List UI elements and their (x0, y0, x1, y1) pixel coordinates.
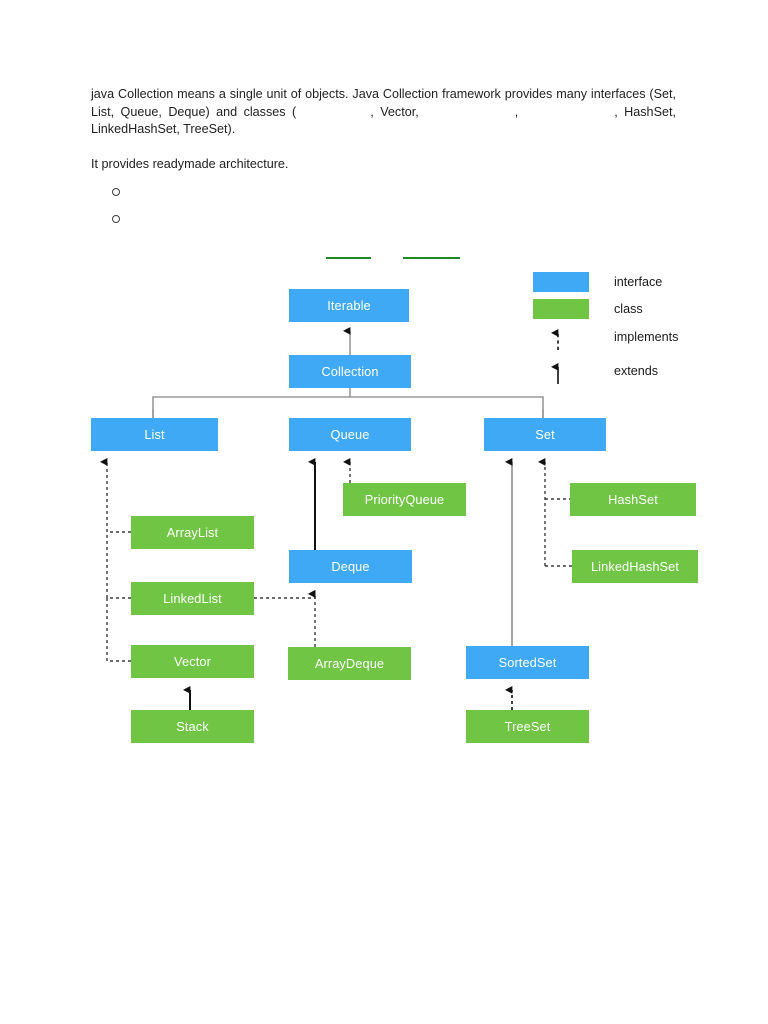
node-list[interactable]: List (91, 418, 218, 451)
node-label: List (144, 427, 165, 442)
green-underline-rule-2 (403, 257, 460, 259)
node-label: Iterable (327, 298, 371, 313)
edge-bus-collection-children (152, 396, 544, 418)
node-label: ArrayDeque (314, 656, 385, 671)
node-deque[interactable]: Deque (289, 550, 412, 583)
edge-linkedlist-implements-deque (254, 589, 316, 599)
legend-item-implements: implements (533, 324, 678, 350)
dashed-arrow-icon (533, 324, 589, 350)
node-sortedset[interactable]: SortedSet (466, 646, 589, 679)
intro-segment-1: java Collection means a single unit of o… (91, 87, 676, 119)
node-treeset[interactable]: TreeSet (466, 710, 589, 743)
node-priorityqueue[interactable]: PriorityQueue (343, 483, 466, 516)
circle-hollow-icon (112, 215, 120, 223)
legend-item-interface: interface (533, 272, 662, 292)
node-linkedlist[interactable]: LinkedList (131, 582, 254, 615)
node-label: Deque (331, 559, 370, 574)
interface-swatch-icon (533, 272, 589, 292)
list-item (112, 184, 132, 211)
solid-arrow-icon (533, 358, 589, 384)
node-vector[interactable]: Vector (131, 645, 254, 678)
node-iterable[interactable]: Iterable (289, 289, 409, 322)
node-arraylist[interactable]: ArrayList (131, 516, 254, 549)
edge-vector-implements-list (106, 598, 131, 662)
node-label: Stack (176, 719, 209, 734)
intro-segment-4: , HashSet, LinkedHashSet, TreeSet). (91, 104, 676, 137)
legend-item-class: class (533, 299, 643, 319)
node-label: PriorityQueue (364, 492, 445, 507)
node-label: SortedSet (498, 655, 557, 670)
legend-label-class: class (614, 302, 643, 316)
node-label: Collection (321, 364, 379, 379)
node-label: ArrayList (166, 525, 219, 540)
circle-hollow-icon (112, 188, 120, 196)
node-label: LinkedHashSet (590, 559, 680, 574)
green-underline-rule-1 (326, 257, 371, 259)
intro-segment-3: , (514, 104, 519, 119)
intro-text-block: java Collection means a single unit of o… (91, 86, 676, 186)
node-linkedhashset[interactable]: LinkedHashSet (572, 550, 698, 583)
node-arraydeque[interactable]: ArrayDeque (288, 647, 411, 680)
intro-paragraph: java Collection means a single unit of o… (91, 86, 676, 139)
node-label: LinkedList (163, 591, 222, 606)
node-hashset[interactable]: HashSet (570, 483, 696, 516)
intro-segment-2: , Vector, (370, 104, 419, 119)
node-queue[interactable]: Queue (289, 418, 411, 451)
legend-label-interface: interface (614, 275, 663, 289)
readymade-paragraph: It provides readymade architecture. (91, 156, 289, 171)
node-label: Set (535, 427, 555, 442)
edge-linkedlist-implements-list (106, 532, 131, 599)
node-stack[interactable]: Stack (131, 710, 254, 743)
node-label: TreeSet (504, 719, 551, 734)
legend-label-implements: implements (614, 330, 679, 344)
node-label: HashSet (608, 492, 658, 507)
bullet-list (112, 184, 132, 238)
node-set[interactable]: Set (484, 418, 606, 451)
legend-item-extends: extends (533, 358, 658, 384)
node-label: Vector (174, 654, 211, 669)
node-collection[interactable]: Collection (289, 355, 411, 388)
class-swatch-icon (533, 299, 589, 319)
list-item (112, 211, 132, 238)
legend-label-extends: extends (614, 364, 659, 378)
node-label: Queue (330, 427, 370, 442)
